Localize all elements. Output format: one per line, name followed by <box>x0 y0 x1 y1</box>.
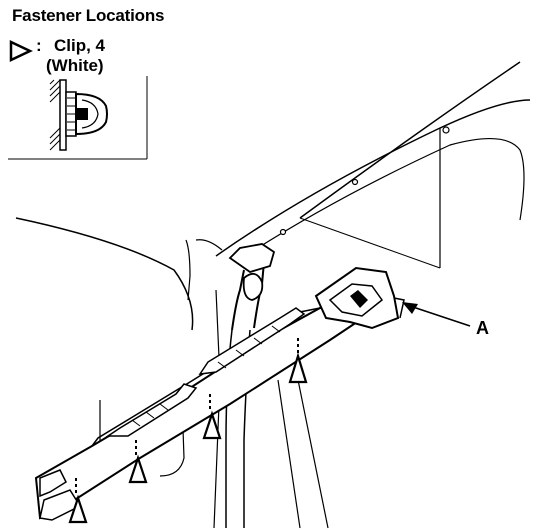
trim-front-end <box>39 489 82 521</box>
roof-bolt <box>351 178 359 186</box>
callout-a-label: A <box>476 318 489 338</box>
legend-clip-color: (White) <box>46 56 104 75</box>
rear-bracket-tab <box>393 297 405 319</box>
rear-bracket-hole <box>350 290 368 308</box>
clip-location-1 <box>288 338 308 384</box>
roof-bolt <box>442 126 450 134</box>
roof-bolt <box>279 228 287 236</box>
roof-rail-line <box>235 137 525 263</box>
callout-a-leader <box>409 305 471 327</box>
clip-location-2 <box>202 394 222 440</box>
trim-front-tab <box>39 469 67 498</box>
clip-location-4 <box>68 478 88 524</box>
diagram-title: Fastener Locations <box>12 6 165 25</box>
trim-rib-section <box>198 307 306 375</box>
trim-rib-marks <box>131 325 281 427</box>
callout-a-arrowhead <box>402 302 418 314</box>
clip-location-3 <box>128 440 148 484</box>
belt-anchor-bracket <box>228 243 276 273</box>
belt-guide <box>242 272 264 301</box>
belt-lower-right <box>295 369 329 529</box>
trim-panel-body <box>34 298 374 520</box>
door-frame-line <box>185 239 191 301</box>
roof-edge-outer <box>299 61 521 219</box>
legend-clip-label: Clip, 4 <box>54 36 106 55</box>
clip-marker-icon <box>9 40 33 62</box>
roof-edge-mid <box>215 99 531 257</box>
door-lower-edge <box>159 399 185 477</box>
belt-lower-left <box>277 379 301 529</box>
legend-separator: : <box>36 36 42 55</box>
door-frame-top <box>195 239 223 251</box>
trim-rib-section <box>105 383 198 437</box>
roof-diagonal <box>299 217 441 269</box>
clip-detail-illustration <box>8 76 148 160</box>
body-panel-edge <box>15 217 194 331</box>
pillar-trim-left <box>231 269 245 331</box>
